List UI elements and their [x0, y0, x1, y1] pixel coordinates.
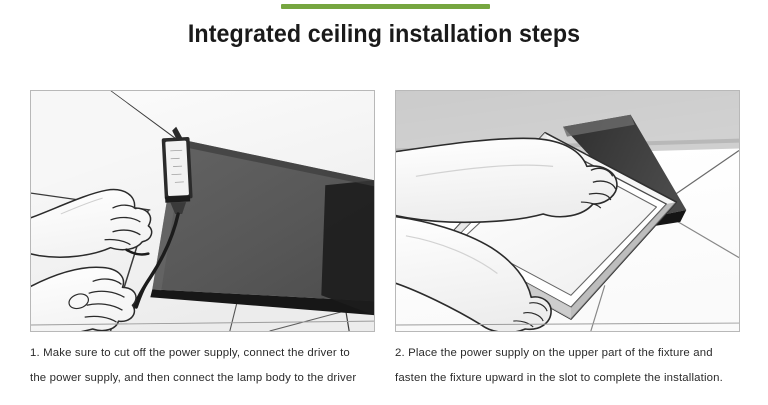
- driver-box: [161, 126, 193, 214]
- illustration-step-2: [395, 90, 740, 332]
- upper-arm: [396, 137, 618, 224]
- caption-step-1-line-2: the power supply, and then connect the l…: [30, 372, 357, 384]
- illustration-step-1: [30, 90, 375, 332]
- caption-step-2-line-1: 2. Place the power supply on the upper p…: [395, 347, 713, 359]
- page-title: Integrated ceiling installation steps: [187, 20, 581, 48]
- lower-arm: [396, 215, 552, 331]
- dark-panel: [150, 138, 374, 316]
- caption-step-1: 1. Make sure to cut off the power supply…: [30, 341, 382, 391]
- caption-step-1-line-1: 1. Make sure to cut off the power supply…: [30, 347, 350, 359]
- step-2-drawing: [396, 91, 739, 331]
- step-1-drawing: [31, 91, 374, 331]
- title-accent-bar: [281, 4, 490, 9]
- wire-tip: [125, 248, 150, 256]
- caption-step-2-line-2: fasten the fixture upward in the slot to…: [395, 372, 723, 384]
- lower-hand: [31, 266, 137, 331]
- upper-hand: [31, 188, 153, 258]
- caption-step-2: 2. Place the power supply on the upper p…: [395, 341, 747, 391]
